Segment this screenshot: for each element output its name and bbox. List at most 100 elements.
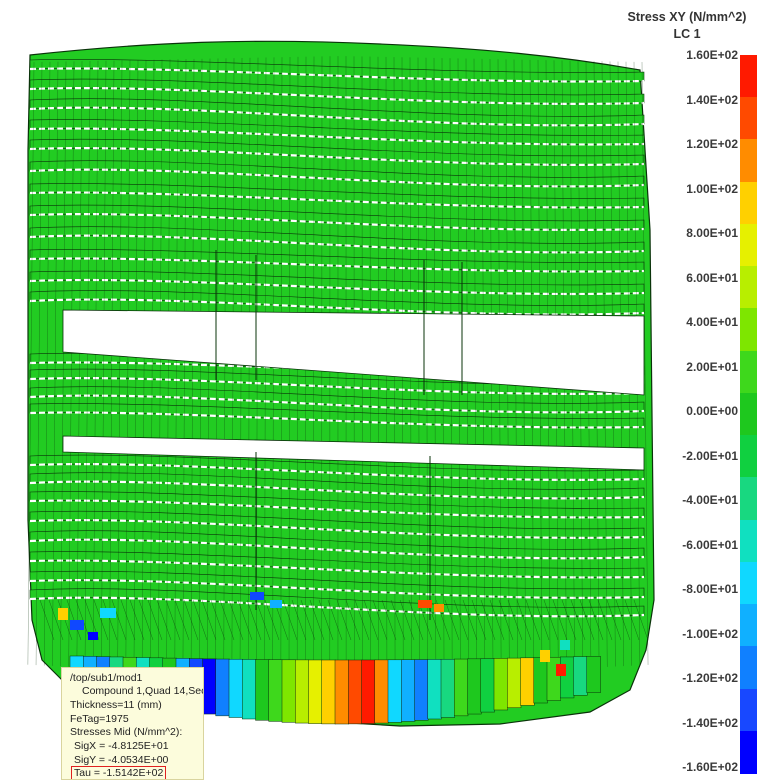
- frame-line: [174, 59, 179, 672]
- hotspot-cyan: [560, 640, 570, 650]
- bottom-strip-cell: [387, 659, 402, 723]
- deck-gap: [29, 538, 645, 560]
- deck-gap: [29, 191, 645, 209]
- stiffener-tick: [120, 599, 136, 641]
- stiffener-tick: [111, 599, 127, 641]
- bottom-strip-cell: [440, 658, 455, 718]
- element-info-tooltip: /top/sub1/mod1 Compound 1,Quad 14,Sec 4 …: [61, 667, 204, 780]
- deck-gap: [29, 579, 645, 599]
- frame-line: [182, 59, 187, 673]
- frame-line: [43, 61, 51, 666]
- deck-gap: [29, 87, 645, 105]
- frame-line: [92, 60, 99, 668]
- colorbar-cell: [740, 55, 757, 98]
- frame-line: [68, 61, 75, 667]
- frame-line: [641, 62, 649, 665]
- colorbar-cell: [740, 223, 757, 267]
- frame-line: [158, 59, 163, 672]
- deck-gap: [29, 213, 645, 231]
- deck-gap: [29, 559, 645, 579]
- stiffener-tick: [633, 599, 649, 641]
- bottom-strip-cell: [334, 659, 349, 725]
- frame-line: [101, 60, 107, 669]
- colorbar: [740, 55, 757, 774]
- frame-line: [223, 58, 227, 675]
- deck-gap: [29, 394, 645, 414]
- bottom-strip-cell: [308, 659, 323, 724]
- stiffener-tick: [624, 599, 640, 641]
- hotspot-red: [556, 664, 566, 676]
- colorbar-cell: [740, 688, 757, 732]
- stiffener-tick: [327, 599, 343, 641]
- stiffener-tick: [300, 599, 316, 641]
- stress-hotspots: [58, 592, 570, 676]
- legend-label: -2.00E+01: [682, 448, 738, 463]
- bottom-strip-cell: [401, 659, 416, 722]
- hotspot-cyan: [100, 608, 116, 618]
- cargo-openings: [62, 250, 645, 620]
- upper-opening: [62, 309, 645, 396]
- legend-title: Stress XY (N/mm^2): [627, 10, 747, 24]
- colorbar-cell: [740, 730, 757, 774]
- bottom-strip-cell: [281, 659, 296, 723]
- legend-label: 2.00E+01: [686, 359, 738, 374]
- frame-line: [84, 60, 91, 668]
- stiffener-tick: [201, 599, 217, 641]
- legend-label: -4.00E+01: [682, 493, 738, 507]
- bottom-strip-cell: [586, 656, 601, 693]
- legend-label: 1.00E+02: [686, 181, 738, 196]
- bottom-strip-cell: [228, 658, 243, 718]
- bottom-strip-cell: [361, 659, 376, 724]
- bottom-strip-cell: [546, 656, 561, 701]
- bottom-strip-cell: [480, 658, 495, 713]
- stiffener-tick: [192, 599, 208, 641]
- colorbar-cell: [740, 392, 757, 436]
- hotspot-cyan: [270, 600, 282, 608]
- bottom-strip-cell: [467, 658, 482, 715]
- stiffener-tick: [345, 599, 361, 641]
- legend-subtitle: LC 1: [673, 27, 701, 41]
- frame-line: [109, 60, 115, 669]
- hotspot-yellow: [58, 608, 68, 620]
- frame-line: [231, 58, 235, 675]
- colorbar-cell: [740, 308, 757, 352]
- frame-line: [215, 58, 219, 674]
- stiffener-tick: [498, 599, 514, 641]
- bottom-strip-cell: [242, 659, 257, 720]
- bottom-strip-cell: [507, 657, 522, 709]
- stiffener-tick: [174, 599, 190, 641]
- tooltip-path: /top/sub1/mod1: [70, 672, 143, 684]
- legend-label: 1.40E+02: [686, 92, 738, 107]
- bottom-strip-cell: [215, 658, 230, 717]
- stiffener-tick: [579, 599, 595, 641]
- stiffener-tick: [363, 599, 379, 641]
- deck-gap: [29, 499, 645, 519]
- frame-line: [52, 61, 59, 666]
- bottom-strip-cell: [295, 659, 310, 724]
- fe-model-view[interactable]: [0, 0, 660, 780]
- stiffener-tick: [534, 599, 550, 641]
- colorbar-cell: [740, 477, 757, 521]
- stiffener-tick: [255, 599, 271, 641]
- tooltip-fetag: FeTag=1975: [70, 713, 129, 725]
- stiffener-tick: [336, 599, 352, 641]
- frame-line: [141, 59, 147, 671]
- deck-gap: [29, 377, 645, 395]
- frame-line: [133, 60, 139, 670]
- bottom-strip-cell: [533, 657, 548, 704]
- hotspot-red: [418, 600, 432, 608]
- stiffener-tick: [39, 599, 55, 641]
- stiffener-tick: [588, 599, 604, 641]
- deck-gap: [29, 106, 645, 127]
- legend-label: -6.00E+01: [682, 537, 738, 552]
- stiffener-tick: [264, 599, 280, 641]
- stiffener-tick: [525, 599, 541, 641]
- legend-label: 1.20E+02: [686, 137, 738, 151]
- frame-line: [166, 59, 171, 672]
- stiffener-tick: [48, 599, 64, 641]
- stiffener-tick: [597, 599, 613, 641]
- frame-line: [150, 59, 155, 671]
- frame-line: [76, 61, 83, 668]
- stiffener-tick: [318, 599, 334, 641]
- stiffener-tick: [606, 599, 622, 641]
